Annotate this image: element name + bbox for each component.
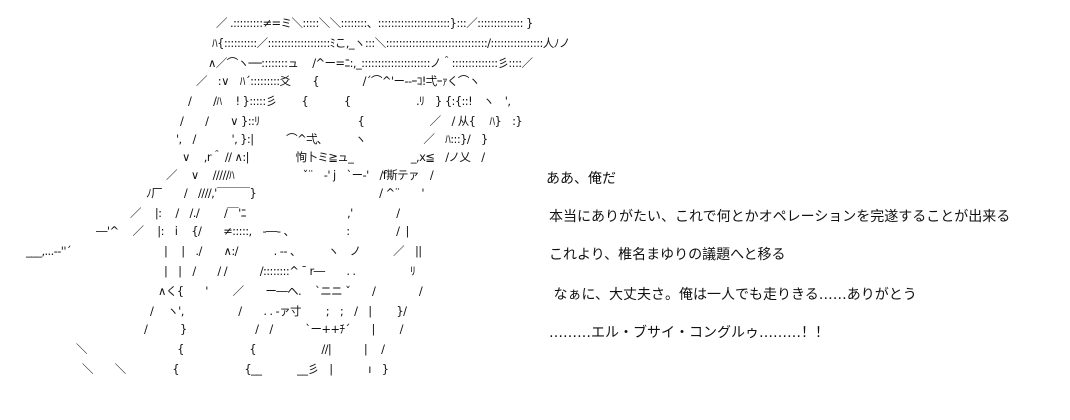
ascii-art-line: / ヽ', / . . -ァ寸 ; ; / | }/ xyxy=(150,304,407,318)
ascii-art-line: / /ﾊ ! }:::::彡 { { .ﾘ } {:{::! ヽ ', xyxy=(188,94,511,108)
ascii-art-line: ', / ', }:| ⌒^弌､ ヽ ／ ﾊ:::}/ } xyxy=(176,132,488,146)
ascii-art-line: / / ∨ }::ﾘ { ／ / 从{ ﾊ} :} xyxy=(180,114,523,128)
ascii-art-line: ∧／⌒ヽ──::::::::ュ /^ー=ﾆ:,_::::::::::::::::… xyxy=(208,56,533,70)
ascii-art-line: ∧く{ ' ／ ー―ヘ. `ニニ ˇ / / xyxy=(158,284,423,298)
ascii-art-line: ﾉ厂 / ////,'￣￣￣} / ^¨ ' xyxy=(146,186,425,200)
ascii-art-line: | | ./ ∧:/ . -‐ 、 ヽ ノ ／ || xyxy=(164,244,422,258)
ascii-art-line: ／ |: / /./ /￣'ﾆ ,' / xyxy=(130,206,400,220)
ascii-art-line: / } / / `ー++ﾁ´ | / xyxy=(144,322,404,336)
dialogue-line-4: なぁに、大丈夫さ。俺は一人でも走りきる……ありがとう xyxy=(549,287,917,303)
ascii-art-line: ＼ ＼ { {__ __彡 | ı } xyxy=(82,362,389,376)
dialogue-line-2: 本当にありがたい、これで何とかオペレーションを完遂することが出来る xyxy=(549,209,1011,225)
ascii-art-line: | | / / / /::::::::^ ¯ r― . . ﾘ xyxy=(164,264,416,278)
dialogue-line-3: これより、椎名まゆりの議題へと移る xyxy=(549,247,786,263)
ascii-art-line: ―'^ ／ |: i {/ ≠:::::, -―‐ 、 : / | xyxy=(96,224,409,238)
ascii-art-line: ／ :∨ ﾊ´:::::::::爻 { /´⌒^'ー‐‐ｰｺ!弌ｰｧく⌒ヽ xyxy=(196,74,480,88)
ascii-art-line: ／ ∨ /////ﾊ ˇ¨ -' j `ー-' /f斯テァ / xyxy=(166,168,434,182)
ascii-art-line: ___,...-‐''´ xyxy=(26,244,72,258)
ascii-art-line: ＼ { { //| | / xyxy=(76,342,385,356)
ascii-art-line: ﾊ{::::::::::／:::::::::::::::::::ﾐこ,_ヽ:::… xyxy=(212,36,570,50)
dialogue-line-1: ああ、俺だ xyxy=(546,171,616,187)
dialogue-line-5: ………エル・ブサイ・コングルゥ………！！ xyxy=(549,325,829,341)
ascii-art-line: ∨ ,r＾ // ∧:| 恂卜ミ≧ュ_ _,x≦ /ノ乂 / xyxy=(182,150,485,164)
ascii-art-line: ／ .:::::::::≠=ミ＼:::::＼＼::::::::、::::::::… xyxy=(216,16,533,30)
